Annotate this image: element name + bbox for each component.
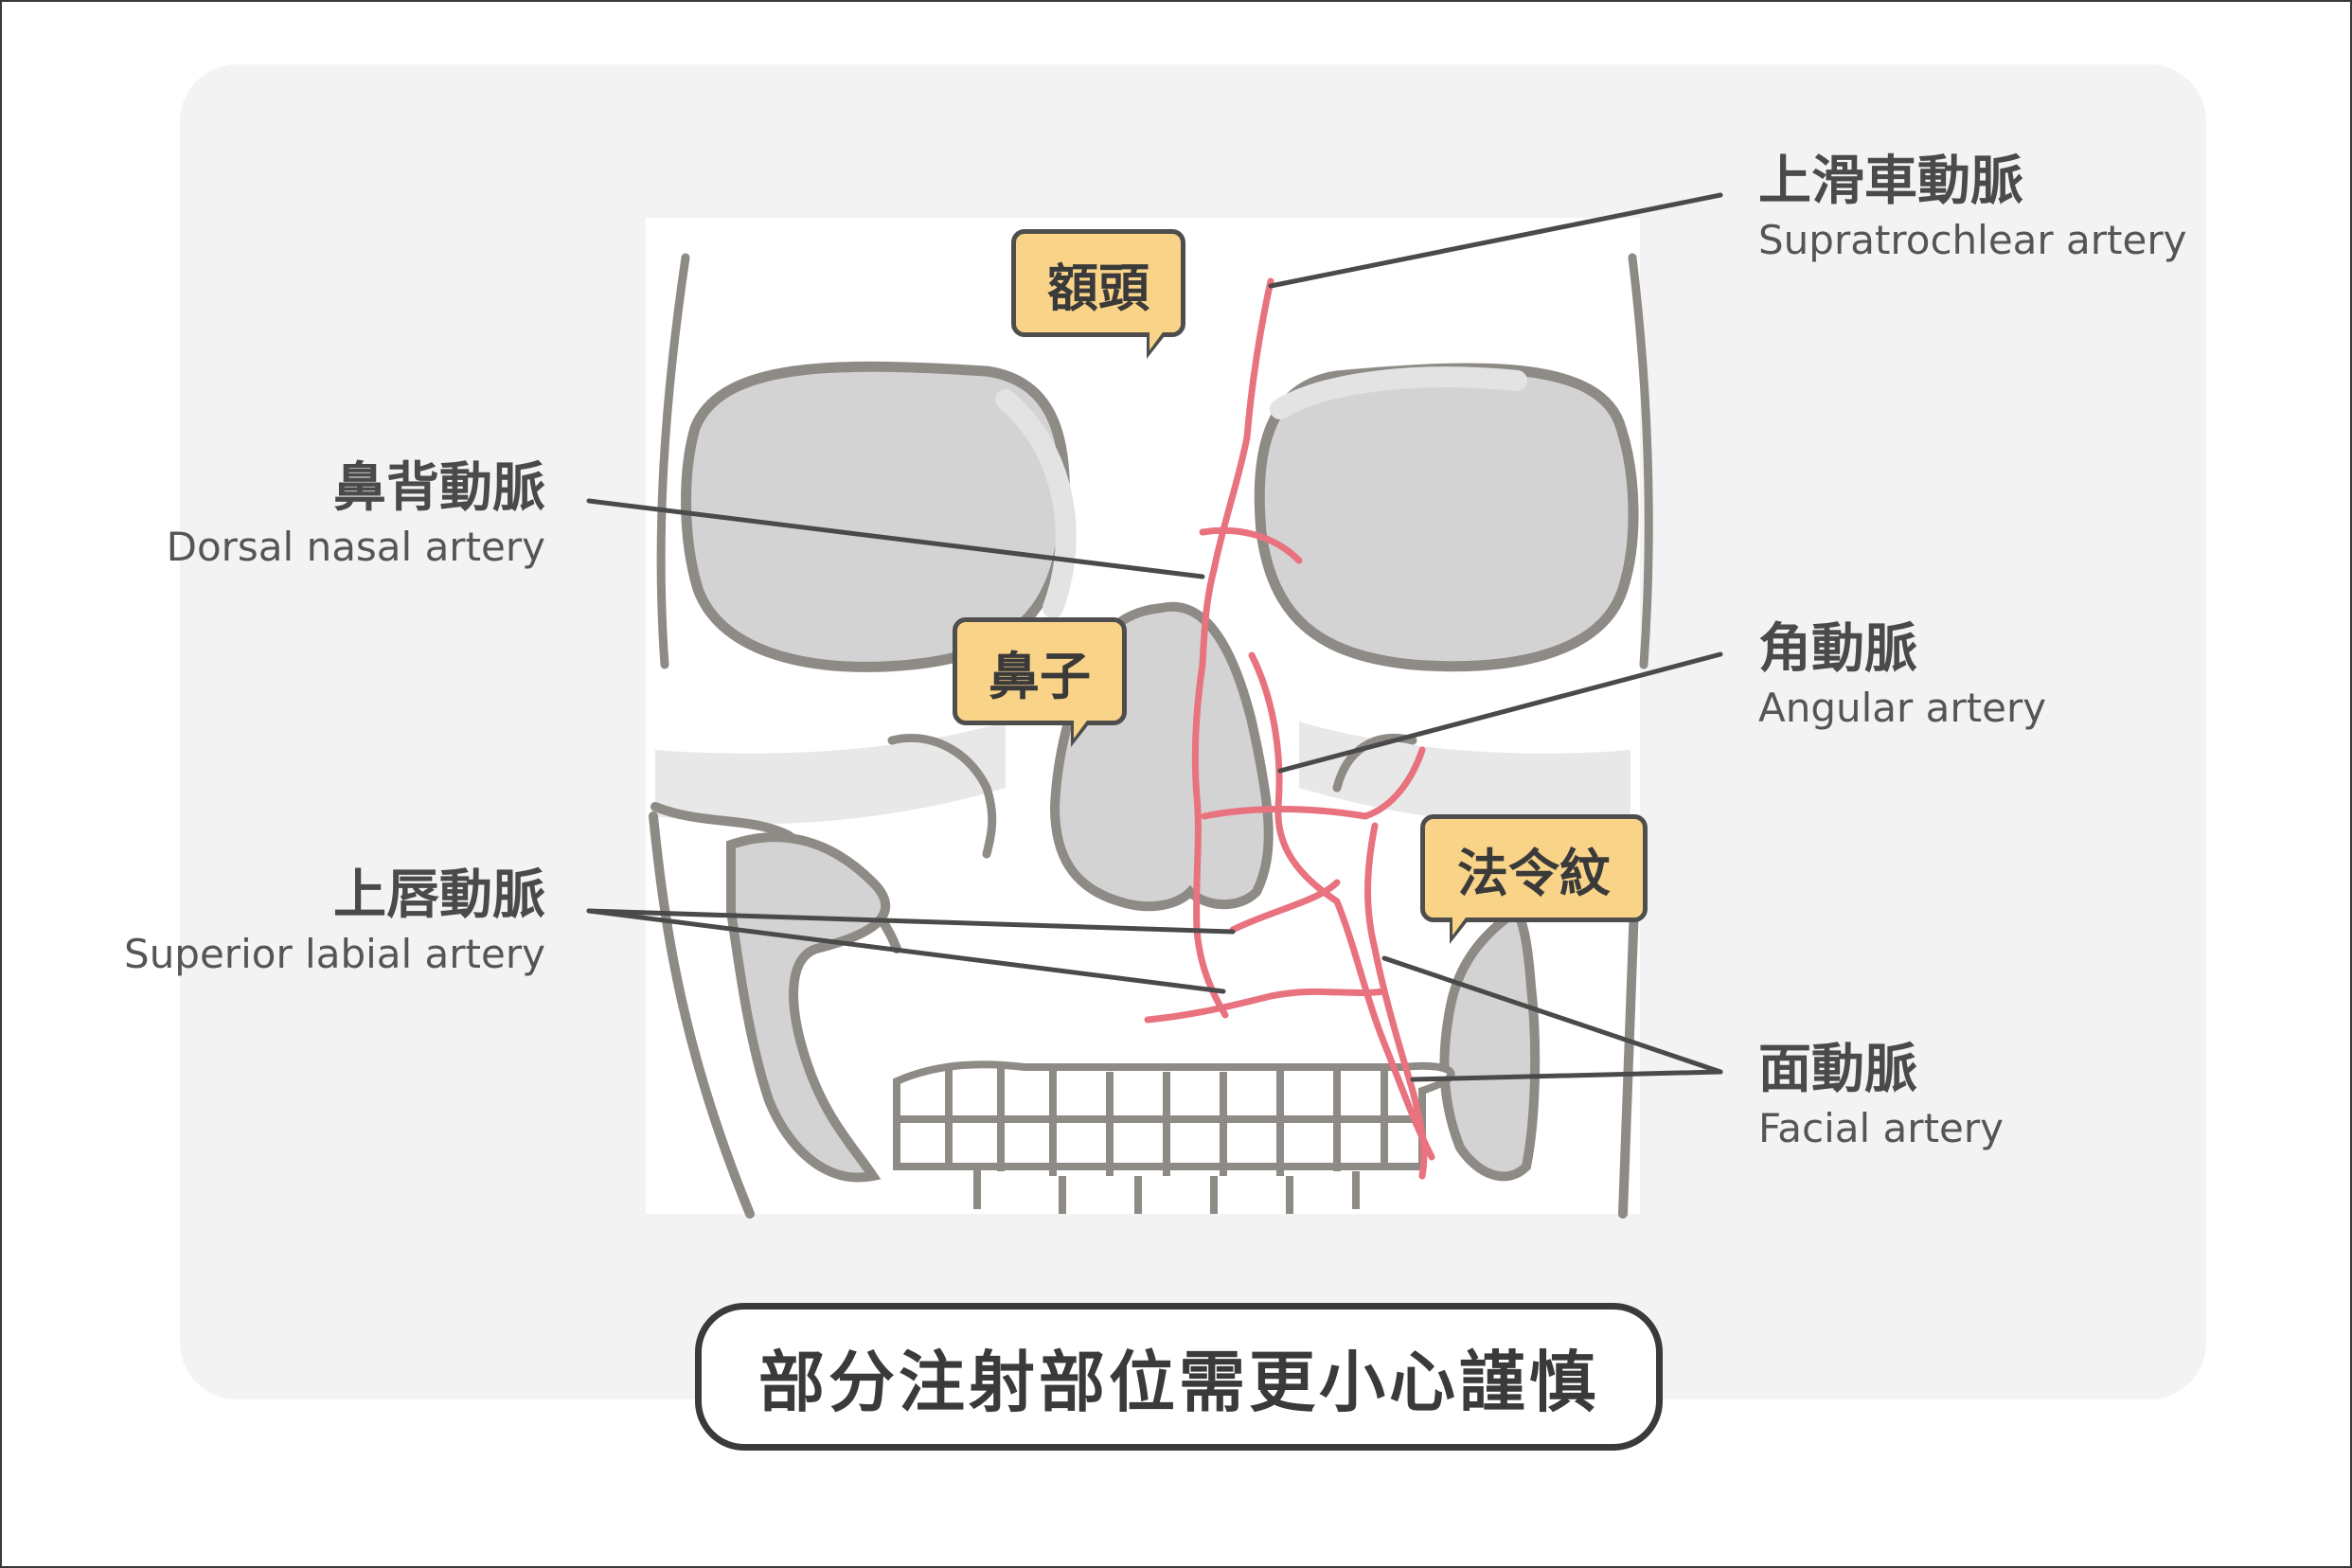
skull-illustration	[646, 218, 1653, 1219]
label-superior-labial-zh: 上唇動脈	[333, 864, 545, 926]
dorsal-nasal-branch	[1199, 526, 1303, 564]
label-supratrochlear-en: Supratrochlear artery	[1758, 217, 2187, 264]
label-superior-labial: 上唇動脈 Superior labial artery	[124, 864, 545, 978]
leader-superior-labial-b	[586, 908, 1226, 994]
superior-labial-branch	[1229, 879, 1341, 934]
facial-artery-path	[1364, 822, 1428, 1180]
skull-right-temple	[1628, 253, 1653, 669]
eye-socket-right	[1254, 363, 1639, 672]
angular-artery-path	[1248, 651, 1435, 1161]
upper-teeth	[893, 1060, 1455, 1214]
label-angular-en: Angular artery	[1758, 685, 2047, 732]
label-dorsal-nasal: 鼻背動脈 Dorsal nasal artery	[166, 457, 545, 571]
eye-shadow-left	[995, 389, 1077, 618]
cheek-socket-right	[1439, 903, 1541, 1182]
leader-lines	[586, 192, 1723, 1082]
leader-facial-a	[1381, 955, 1723, 1075]
leader-superior-labial-a	[586, 908, 1236, 935]
callout-nose-text: 鼻子	[989, 646, 1091, 706]
callout-nasolabial-fold: 法令紋	[1420, 814, 1648, 944]
leader-dorsal-nasal	[586, 498, 1205, 579]
supratrochlear-artery-path	[1191, 277, 1274, 1019]
callout-tip	[1149, 332, 1163, 350]
callout-nose: 鼻子	[953, 617, 1127, 747]
eye-shadow-right	[1270, 366, 1527, 419]
label-superior-labial-en: Superior labial artery	[124, 931, 545, 978]
nose-left-curve	[887, 733, 997, 859]
label-angular: 角動脈 Angular artery	[1758, 618, 2047, 732]
callout-tip	[1074, 721, 1087, 739]
cheek-shadow-left	[655, 722, 1006, 825]
label-supratrochlear: 上滑車動脈 Supratrochlear artery	[1758, 151, 2186, 264]
callout-tip	[1452, 918, 1466, 935]
callout-forehead: 額頭	[1011, 229, 1185, 359]
leader-supratrochlear	[1268, 192, 1723, 289]
label-facial: 面動脈 Facial artery	[1758, 1039, 2004, 1152]
superior-labial-artery-path	[1144, 988, 1388, 1024]
jaw-left-outer	[649, 811, 755, 1219]
label-facial-en: Facial artery	[1758, 1105, 2004, 1152]
leader-angular	[1277, 651, 1723, 774]
callout-forehead-text: 額頭	[1047, 258, 1149, 318]
angular-branch	[1201, 746, 1426, 820]
skull-left-temple	[656, 253, 690, 669]
label-angular-zh: 角動脈	[1758, 618, 1917, 680]
label-supratrochlear-zh: 上滑車動脈	[1758, 151, 2023, 212]
label-facial-zh: 面動脈	[1758, 1039, 1917, 1100]
label-dorsal-nasal-en: Dorsal nasal artery	[166, 524, 545, 571]
leader-facial-b	[1410, 1069, 1723, 1082]
caption-text: 部分注射部位需更小心謹慎	[758, 1343, 1599, 1421]
label-dorsal-nasal-zh: 鼻背動脈	[333, 457, 545, 519]
artery-network	[1144, 277, 1435, 1180]
eye-socket-left	[681, 361, 1070, 672]
caption-box: 部分注射部位需更小心謹慎	[695, 1303, 1663, 1451]
callout-nasolabial-text: 法令紋	[1457, 843, 1611, 903]
cheek-socket-left	[726, 832, 891, 1183]
cheek-shadow-right	[1299, 722, 1630, 825]
